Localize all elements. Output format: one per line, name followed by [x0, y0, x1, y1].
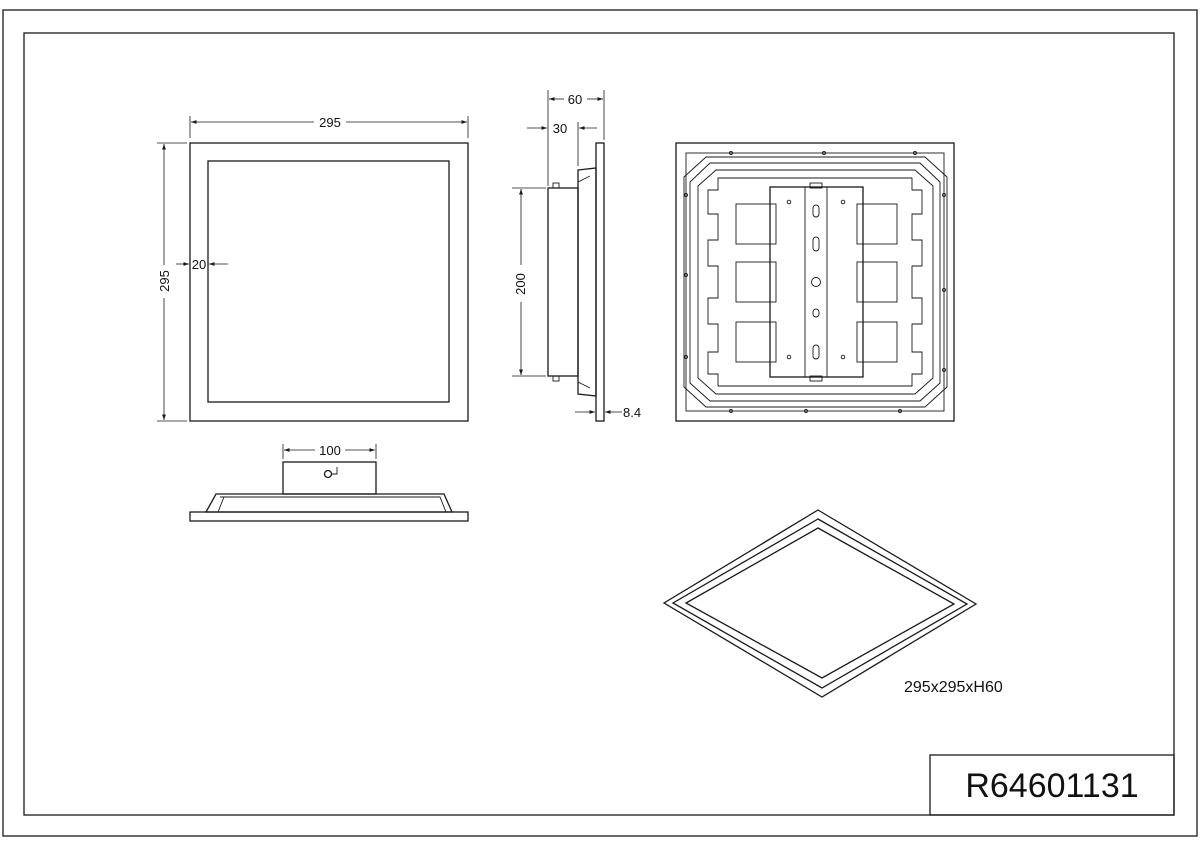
- side-body-height-label: 200: [513, 273, 528, 295]
- side-body-depth-label: 30: [553, 121, 567, 136]
- side-total-depth-label: 60: [568, 92, 582, 107]
- front-width-label: 295: [319, 115, 341, 130]
- bottom-width-label: 100: [319, 443, 341, 458]
- isometric-view: [662, 509, 978, 698]
- frame-border-label: 20: [192, 257, 206, 272]
- side-view: 60 30 200 8.4: [512, 90, 641, 422]
- panel-thickness-label: 8.4: [623, 405, 641, 420]
- screw-icon: [323, 469, 333, 479]
- title-block: R64601131: [929, 754, 1175, 816]
- inner-border: [23, 32, 1175, 816]
- front-view: 295 295 20: [157, 115, 469, 422]
- product-code: R64601131: [965, 767, 1138, 805]
- front-height-label: 295: [157, 270, 172, 292]
- bottom-view: 100: [189, 443, 469, 522]
- size-note: 295x295xH60: [904, 679, 1003, 696]
- back-view: [675, 142, 955, 422]
- outer-border: [2, 9, 1198, 837]
